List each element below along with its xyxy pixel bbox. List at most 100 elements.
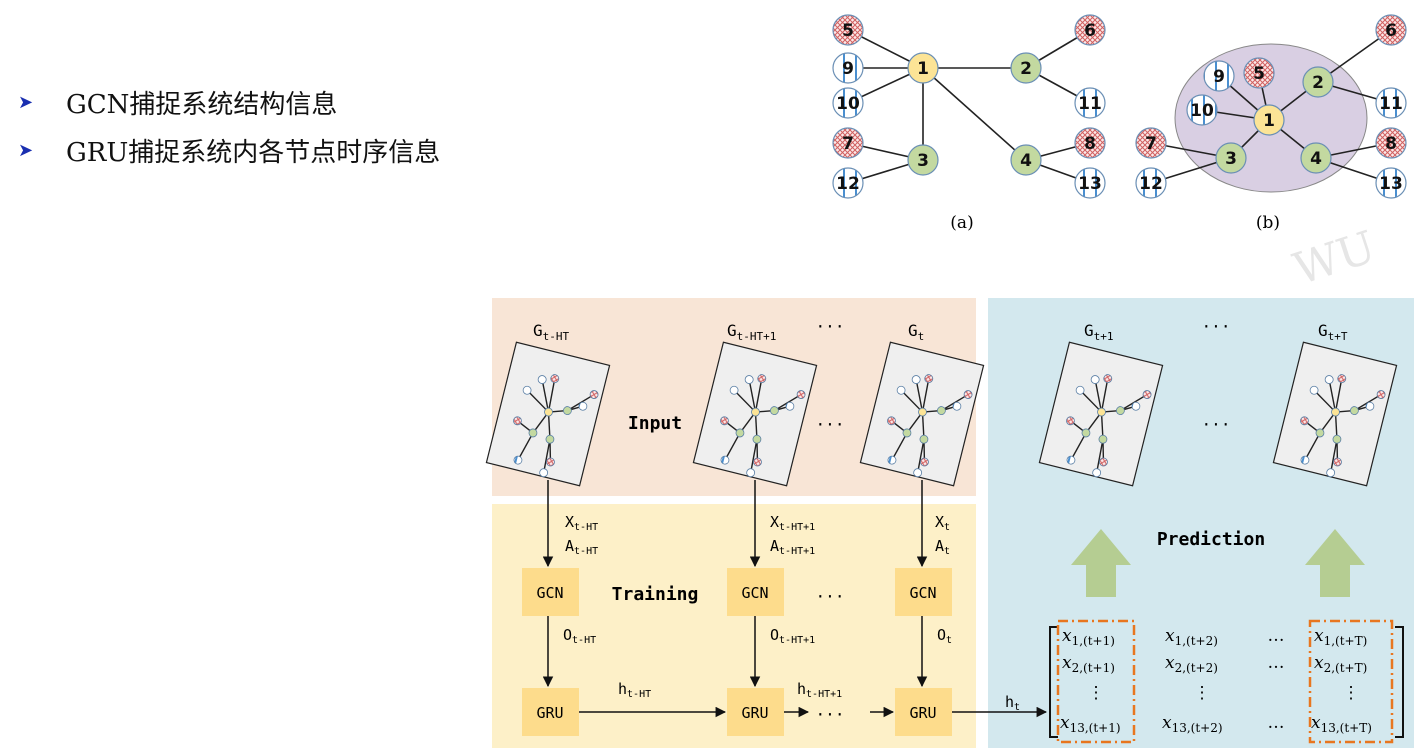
svg-text:12: 12 xyxy=(836,174,860,194)
mini-node xyxy=(1350,406,1359,415)
svg-text:1: 1 xyxy=(917,59,929,79)
gcn-box-2: GCN xyxy=(727,568,784,616)
matrix-cell: x1,(t+T) xyxy=(1314,626,1367,648)
mini-node xyxy=(1300,416,1309,426)
svg-text:At-HT+1: At-HT+1 xyxy=(770,537,815,557)
mini-node xyxy=(937,406,946,415)
matrix-hdots: … xyxy=(1268,653,1285,673)
o-label-2: Ot-HT+1 xyxy=(770,626,815,646)
svg-text:4: 4 xyxy=(1310,149,1322,169)
svg-text:GCN: GCN xyxy=(536,584,563,602)
mini-node xyxy=(1131,401,1141,411)
graph-title-2: Gt-HT+1 xyxy=(727,321,776,343)
matrix-vdots: ⋮ xyxy=(1194,683,1211,703)
svg-text:3: 3 xyxy=(917,151,929,171)
graph-b-node-3: 3 xyxy=(1215,142,1247,174)
mini-node xyxy=(913,468,923,478)
mini-node xyxy=(785,401,795,411)
graph-a-node-10: 10 xyxy=(832,87,864,119)
matrix-cell: x2,(t+1) xyxy=(1062,653,1115,675)
svg-text:1: 1 xyxy=(1263,111,1275,131)
matrix-right-bracket xyxy=(1395,626,1404,738)
mini-node xyxy=(1337,374,1347,383)
gru-box-3: GRU xyxy=(895,688,952,736)
mini-node xyxy=(1081,428,1091,438)
mini-node xyxy=(752,434,762,444)
mini-node xyxy=(887,455,897,465)
mini-node xyxy=(1099,457,1108,467)
mini-node xyxy=(1066,416,1075,426)
mini-node xyxy=(1097,407,1106,417)
svg-text:GRU: GRU xyxy=(536,704,563,722)
mini-graph-card xyxy=(859,341,985,487)
mini-node xyxy=(1092,468,1102,478)
watermark-text: WU xyxy=(1288,222,1382,296)
input-label: Input xyxy=(628,413,682,434)
matrix-cell: x2,(t+2) xyxy=(1165,653,1218,675)
svg-text:Gt+T: Gt+T xyxy=(1318,321,1348,343)
svg-text:Xt-HT: Xt-HT xyxy=(565,513,598,533)
svg-text:GRU: GRU xyxy=(741,704,768,722)
mini-node xyxy=(902,428,912,438)
ellipsis: ··· xyxy=(816,587,845,606)
bullet-list: ➤ GCN捕捉系统结构信息 ➤ GRU捕捉系统内各节点时序信息 xyxy=(18,78,440,174)
column-highlight-1 xyxy=(1056,619,1136,744)
svg-text:10: 10 xyxy=(836,94,860,114)
matrix-cell: x13,(t+2) xyxy=(1162,713,1223,735)
mini-node xyxy=(1376,390,1386,399)
graph-a-node-2: 2 xyxy=(1010,52,1042,84)
mini-node xyxy=(539,468,549,478)
svg-text:9: 9 xyxy=(1213,67,1225,87)
svg-text:Gt+1: Gt+1 xyxy=(1084,321,1114,343)
prediction-arrow-left xyxy=(1071,529,1131,597)
svg-text:8: 8 xyxy=(1385,134,1397,154)
mini-node xyxy=(896,385,906,395)
o-label-3: Ot xyxy=(937,626,952,646)
mini-node xyxy=(1116,406,1125,415)
matrix-cell: x13,(t+1) xyxy=(1060,713,1121,735)
mini-node xyxy=(720,416,729,426)
mini-node xyxy=(1300,455,1310,465)
mini-node xyxy=(1332,434,1342,444)
graph-title-out-2: Gt+T xyxy=(1318,321,1348,343)
mini-node xyxy=(1333,457,1342,467)
mini-graph-card xyxy=(1272,341,1398,487)
mini-node xyxy=(545,434,555,444)
graph-title-1: Gt-HT xyxy=(533,321,570,343)
arrow-bullet-icon: ➤ xyxy=(18,91,34,113)
mini-node xyxy=(924,374,934,383)
bullet-text: GCN捕捉系统结构信息 xyxy=(66,89,338,120)
ellipsis: ··· xyxy=(816,705,845,724)
svg-text:Xt: Xt xyxy=(935,513,950,533)
svg-text:GRU: GRU xyxy=(909,704,936,722)
svg-text:6: 6 xyxy=(1385,21,1397,41)
mini-graph-card xyxy=(1038,341,1164,487)
mini-node xyxy=(550,374,560,383)
graph-edge xyxy=(922,67,1027,161)
svg-text:5: 5 xyxy=(1253,64,1265,84)
svg-text:5: 5 xyxy=(842,21,854,41)
mini-node xyxy=(1365,401,1375,411)
graph-b-node-7: 7 xyxy=(1135,127,1167,159)
matrix-vdots: ⋮ xyxy=(1088,683,1105,703)
graph-title-3: Gt xyxy=(908,321,924,343)
svg-text:11: 11 xyxy=(1078,94,1102,114)
mini-node xyxy=(952,401,962,411)
mini-node xyxy=(729,385,739,395)
svg-text:GCN: GCN xyxy=(741,584,768,602)
xa-label-2: Xt-HT+1 At-HT+1 xyxy=(770,513,815,557)
mini-node xyxy=(1331,407,1340,417)
graph-b-node-2: 2 xyxy=(1302,66,1334,98)
graph-a-node-8: 8 xyxy=(1074,127,1106,159)
graph-a-node-12: 12 xyxy=(832,167,864,199)
graph-a-node-1: 1 xyxy=(907,52,939,84)
bullet-text: GRU捕捉系统内各节点时序信息 xyxy=(66,137,441,168)
mini-node xyxy=(578,401,588,411)
mini-node xyxy=(1326,468,1336,478)
mini-node xyxy=(1098,434,1108,444)
graph-b-node-5: 5 xyxy=(1243,57,1275,89)
svg-text:10: 10 xyxy=(1190,101,1214,121)
matrix: x1,(t+1) x2,(t+1) ⋮ x13,(t+1) x1,(t+2) x… xyxy=(1060,626,1372,735)
graph-a-node-9: 9 xyxy=(832,52,864,84)
